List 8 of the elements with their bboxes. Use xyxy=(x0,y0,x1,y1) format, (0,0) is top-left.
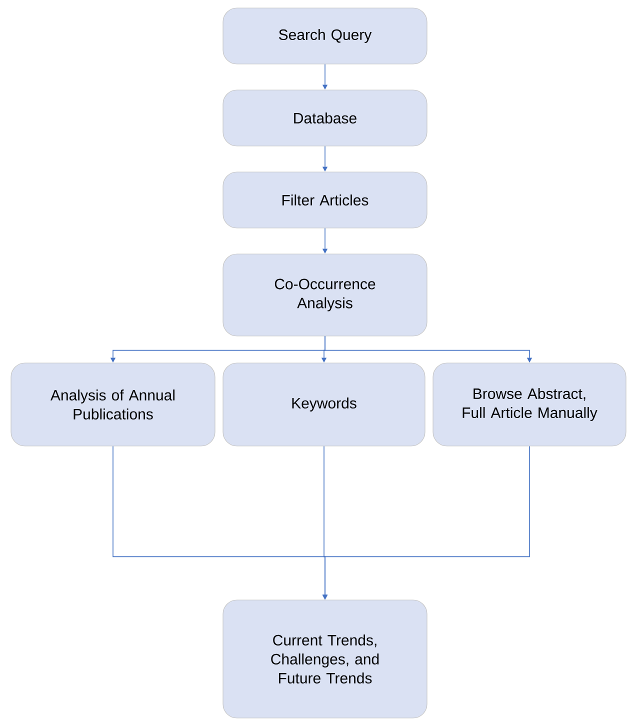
process-box: Co-Occurrence Analysis xyxy=(222,254,428,336)
process-box: Keywords xyxy=(222,362,426,446)
process-box: Filter Articles xyxy=(222,172,428,228)
process-box: Analysis of Annual Publications xyxy=(10,362,216,446)
process-box: Current Trends, Challenges, and Future Trends xyxy=(222,600,428,718)
process-box: Database xyxy=(222,90,428,146)
process-box: Search Query xyxy=(222,8,428,64)
process-box: Browse Abstract, Full Article Manually xyxy=(432,362,626,446)
